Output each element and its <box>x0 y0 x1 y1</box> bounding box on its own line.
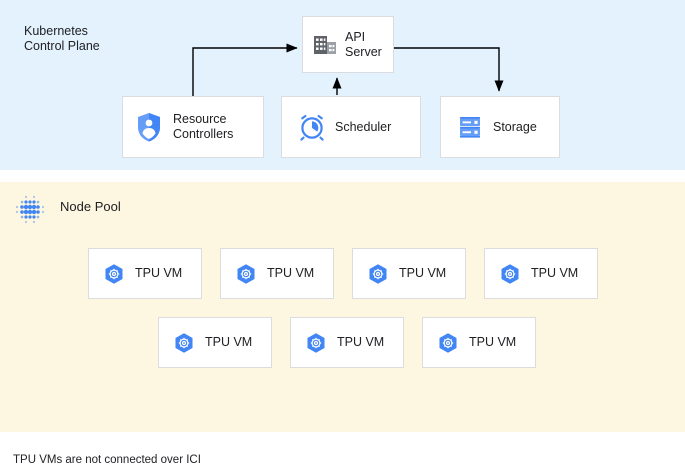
storage-label: Storage <box>493 119 537 134</box>
tpu-vm-label: TPU VM <box>205 335 253 349</box>
node-pool-band <box>0 182 685 432</box>
tpu-vm-hex-icon <box>437 332 459 354</box>
tpu-vm-label: TPU VM <box>469 335 517 349</box>
tpu-vm-box-r2-c2[interactable]: TPU VM <box>290 317 404 368</box>
tpu-vm-label: TPU VM <box>135 266 183 280</box>
storage-box[interactable]: Storage <box>440 96 560 158</box>
tpu-vm-label: TPU VM <box>531 266 579 280</box>
alarm-clock-icon <box>298 113 326 141</box>
tpu-vm-hex-icon <box>305 332 327 354</box>
scheduler-label: Scheduler <box>335 119 392 134</box>
tpu-vm-hex-icon <box>235 263 257 285</box>
tpu-vm-box-r2-c3[interactable]: TPU VM <box>422 317 536 368</box>
tpu-vm-label: TPU VM <box>399 266 447 280</box>
tpu-vm-label: TPU VM <box>337 335 385 349</box>
control-plane-title: Kubernetes Control Plane <box>24 24 100 53</box>
tpu-vm-label: TPU VM <box>267 266 315 280</box>
tpu-vm-hex-icon <box>173 332 195 354</box>
tpu-vm-box-r1-c1[interactable]: TPU VM <box>88 248 202 299</box>
tpu-vm-box-r2-c1[interactable]: TPU VM <box>158 317 272 368</box>
api-server-box[interactable]: API Server <box>302 16 394 73</box>
building-icon <box>312 32 338 58</box>
storage-icon <box>457 114 483 140</box>
resource-controllers-box[interactable]: Resource Controllers <box>122 96 264 158</box>
resource-controllers-label: Resource Controllers <box>173 112 234 141</box>
tpu-vm-hex-icon <box>499 263 521 285</box>
node-pool-title: Node Pool <box>60 199 121 214</box>
diagram-caption: TPU VMs are not connected over ICI <box>13 454 201 466</box>
tpu-vm-box-r1-c3[interactable]: TPU VM <box>352 248 466 299</box>
tpu-vm-box-r1-c4[interactable]: TPU VM <box>484 248 598 299</box>
tpu-vm-hex-icon <box>367 263 389 285</box>
tpu-vm-hex-icon <box>103 263 125 285</box>
scheduler-box[interactable]: Scheduler <box>281 96 421 158</box>
shield-user-icon <box>136 112 162 142</box>
api-server-label: API Server <box>345 29 382 59</box>
tpu-vm-box-r1-c2[interactable]: TPU VM <box>220 248 334 299</box>
node-pool-dots-icon <box>13 193 47 227</box>
